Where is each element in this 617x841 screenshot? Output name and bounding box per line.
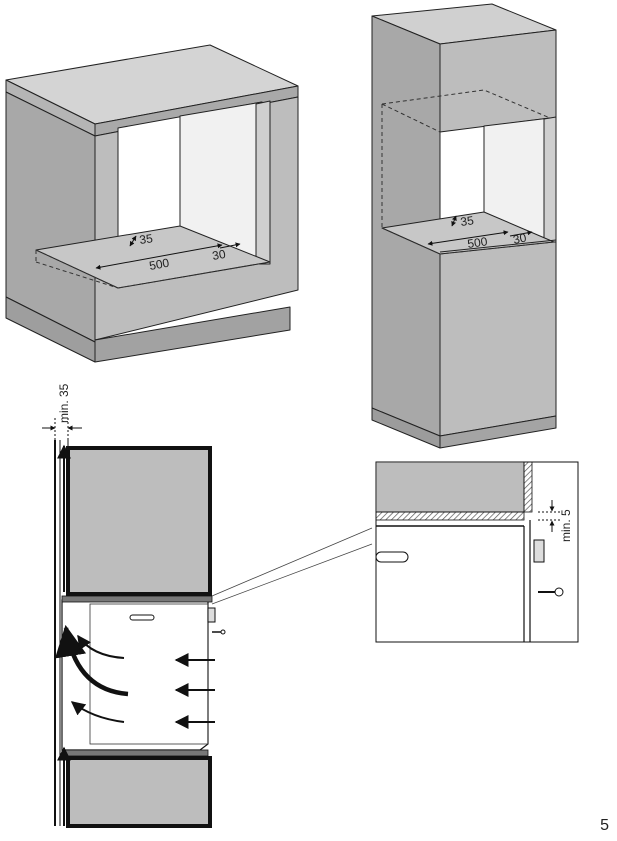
tall-housing-dashed-outline [381,89,555,255]
under-counter-dimension-lines [95,235,241,270]
min-gap-label: min. 35 [57,383,71,423]
under-counter-cabinet [5,44,299,363]
detail-gap-dimension [538,500,560,532]
tall-housing-dimension-lines [427,215,533,246]
fig1-dim-width-label: 500 [148,256,170,273]
fig2-dim-width-label: 500 [466,234,488,251]
tall-housing-cabinet [371,3,557,449]
page-number: 5 [600,817,609,834]
ventilation-section [54,440,226,828]
detail-gap-label: min. 5 [559,509,573,542]
min-gap-dimension [42,418,82,440]
fig1-dim-side-label: 30 [211,247,227,263]
detail-view [375,461,579,643]
fig2-dim-depth-label: 35 [459,213,474,229]
under-counter-dashed-outline [35,249,271,289]
detail-leader-lines [211,527,373,605]
ventilation-airflow-arrows [57,444,215,826]
fig2-dim-side-label: 30 [512,230,528,247]
fig1-dim-depth-label: 35 [138,231,153,247]
